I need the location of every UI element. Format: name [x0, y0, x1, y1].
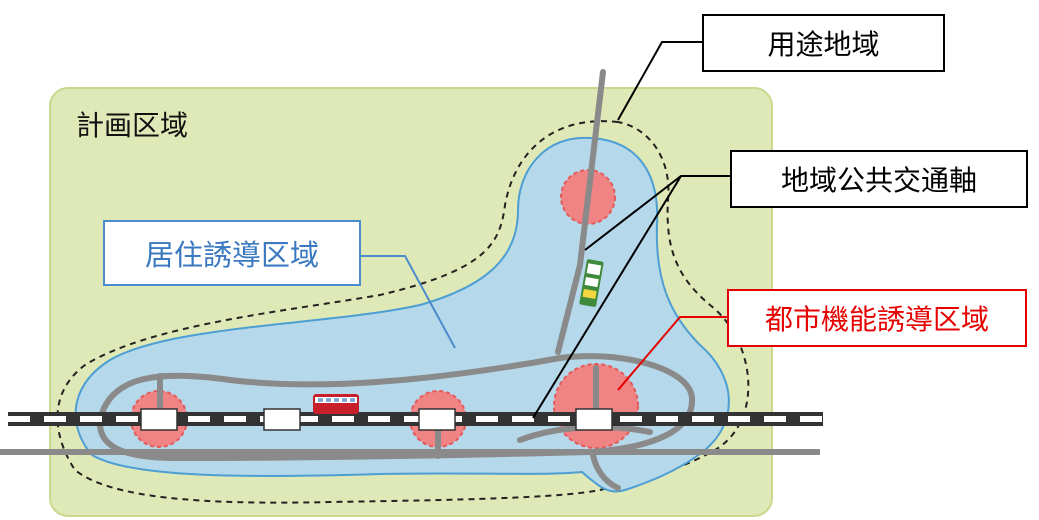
- stations: [140, 408, 613, 431]
- station: [140, 408, 178, 431]
- residential-area-label: 居住誘導区域: [103, 220, 361, 286]
- use-district-boundary: [56, 120, 750, 504]
- bus-icon: [579, 259, 604, 307]
- railway: [8, 412, 823, 426]
- station: [263, 408, 301, 431]
- leader-use-district: [617, 41, 702, 121]
- road-south-exit: [590, 452, 621, 491]
- station: [418, 408, 456, 431]
- use-district-label: 用途地域: [702, 14, 945, 72]
- leader-lines: [361, 41, 730, 419]
- urban-function-area-label: 都市機能誘導区域: [727, 289, 1027, 347]
- leader-residential: [361, 255, 456, 349]
- leader-urban-function: [617, 316, 727, 391]
- transit-axis-label: 地域公共交通軸: [730, 150, 1028, 208]
- planning-area-label: 計画区域: [76, 109, 189, 142]
- station: [575, 408, 613, 431]
- road-main-loop: [96, 353, 696, 462]
- train-icon: [313, 394, 359, 414]
- leader-transit-axis: [532, 175, 682, 419]
- road-north-axis: [555, 69, 606, 355]
